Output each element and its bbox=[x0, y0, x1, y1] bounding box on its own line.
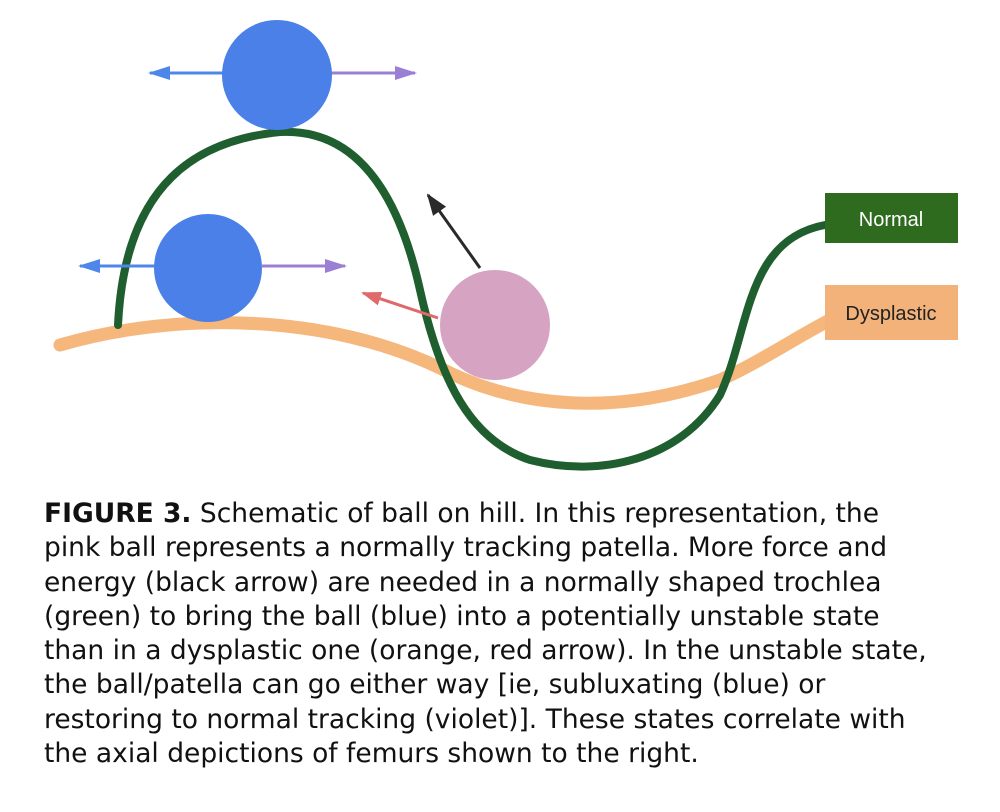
caption-line: energy (black arrow) are needed in a nor… bbox=[44, 566, 882, 598]
dysplastic-legend-box bbox=[825, 285, 958, 340]
caption-line: the axial depictions of femurs shown to … bbox=[44, 738, 699, 770]
dysplastic-curve bbox=[53, 313, 837, 410]
caption-line: than in a dysplastic one (orange, red ar… bbox=[44, 635, 927, 667]
pink-ball bbox=[440, 270, 550, 380]
caption-text: Schematic of ball on hill. In this repre… bbox=[191, 498, 880, 529]
normal-legend-label: Normal bbox=[859, 209, 923, 231]
red-arrow bbox=[361, 291, 439, 320]
dysplastic-legend-label: Dysplastic bbox=[845, 303, 936, 325]
caption-line: (green) to bring the ball (blue) into a … bbox=[44, 600, 880, 632]
figure-label: FIGURE 3. bbox=[44, 498, 192, 529]
normal-curve bbox=[114, 127, 829, 471]
ball-on-hill-diagram: Normal Dysplastic bbox=[53, 20, 958, 471]
caption-line: restoring to normal tracking (violet)]. … bbox=[44, 703, 906, 735]
caption-line: FIGURE 3. Schematic of ball on hill. In … bbox=[44, 497, 974, 531]
normal-legend-box bbox=[825, 193, 958, 243]
lower-blue-ball bbox=[154, 214, 262, 322]
caption-line: the ball/patella can go either way [ie, … bbox=[44, 669, 826, 701]
top-blue-ball bbox=[222, 20, 332, 130]
figure-caption: FIGURE 3. Schematic of ball on hill. In … bbox=[44, 497, 974, 771]
caption-line: pink ball represents a normally tracking… bbox=[44, 532, 888, 564]
black-arrow bbox=[426, 193, 482, 269]
